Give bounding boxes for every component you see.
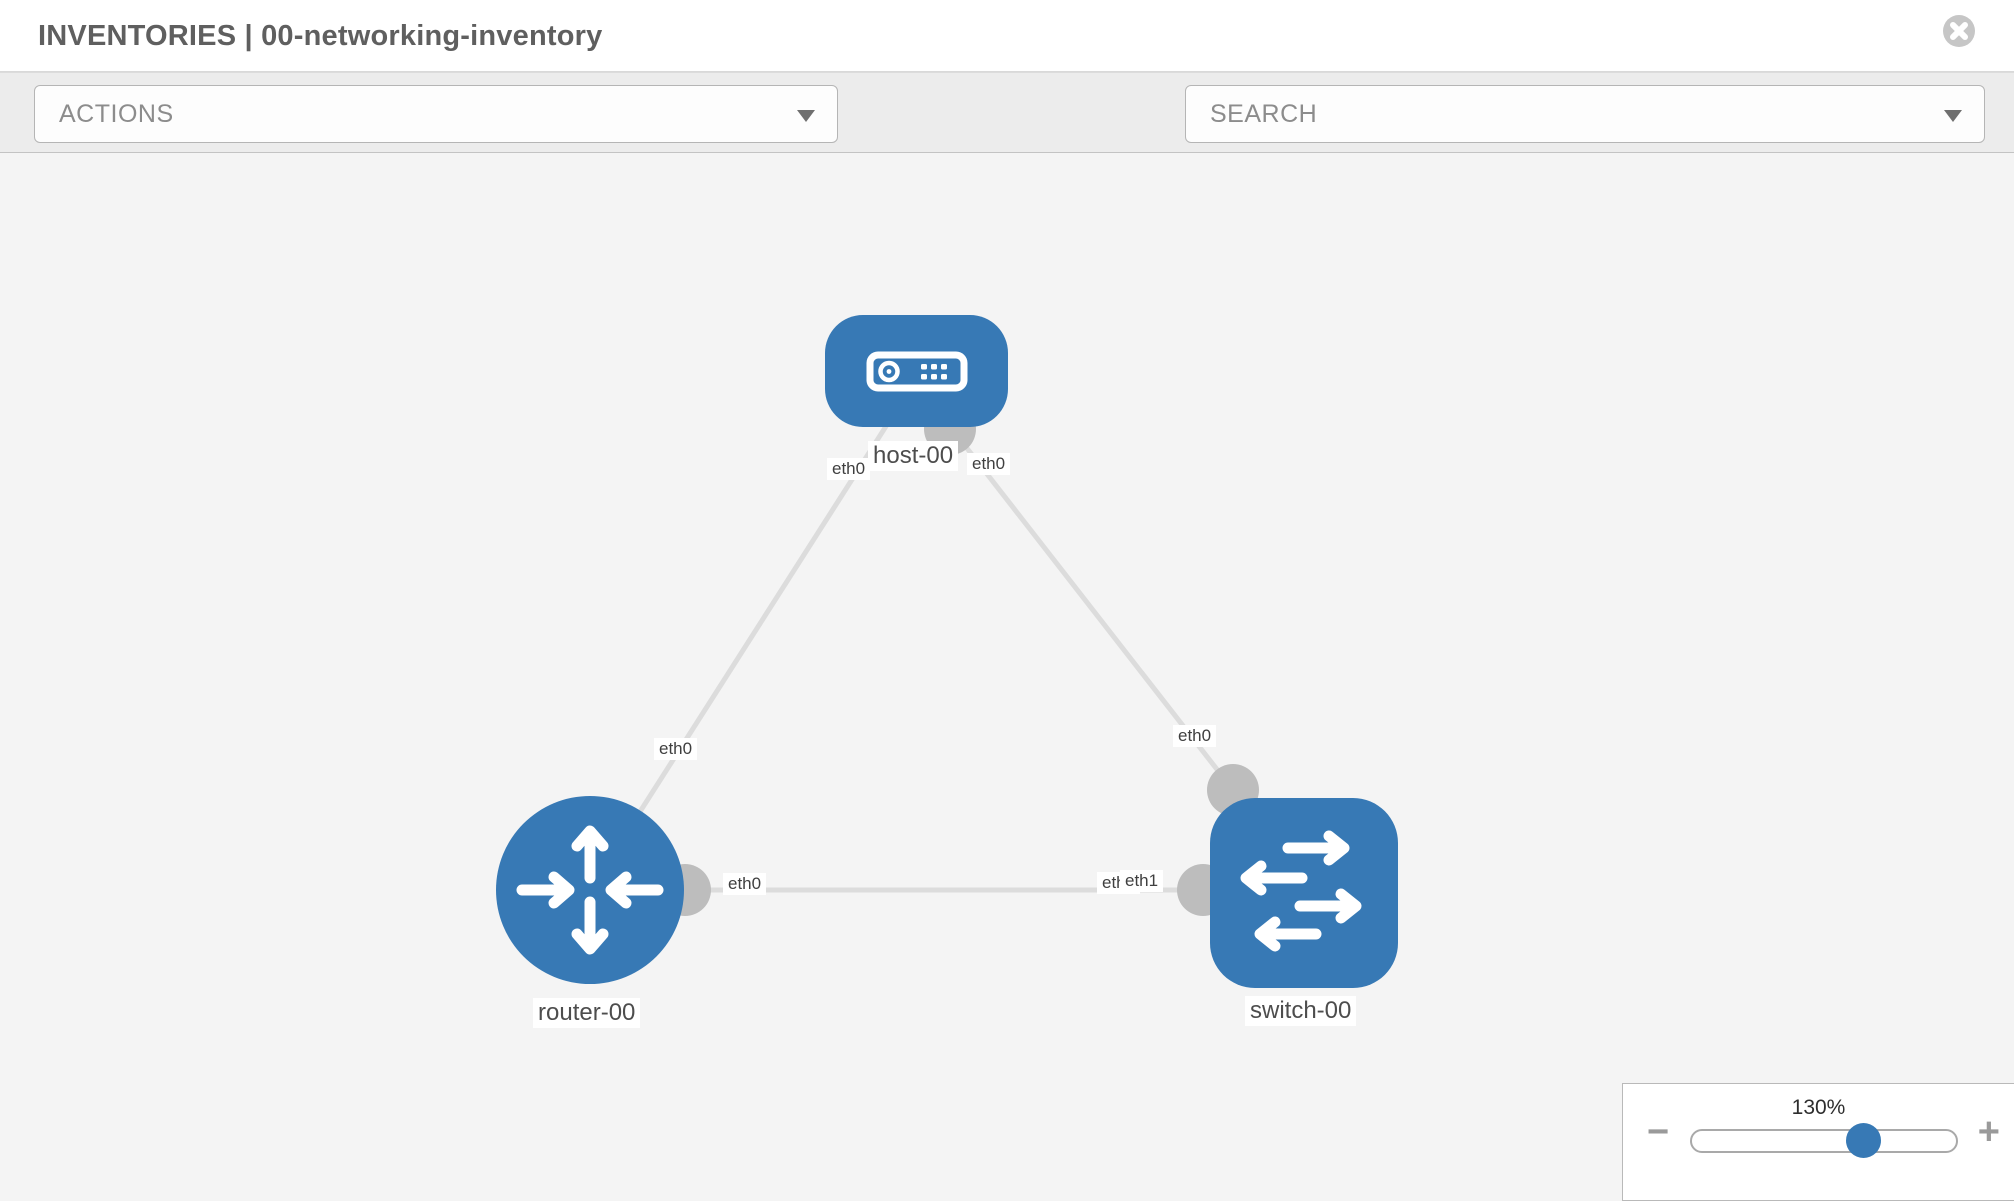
topology-svg (496, 315, 1398, 988)
close-icon (1943, 15, 1975, 47)
node-host-00[interactable] (825, 315, 1008, 427)
node-switch-00[interactable] (1210, 798, 1398, 988)
node-label-router: router-00 (533, 998, 641, 1028)
search-dropdown-label: SEARCH (1210, 99, 1318, 128)
search-dropdown[interactable]: SEARCH (1185, 85, 1985, 143)
topology-canvas[interactable] (0, 153, 2014, 1200)
interface-label: eth0 (827, 458, 871, 481)
node-label-switch: switch-00 (1245, 996, 1357, 1026)
interface-label: eth0 (967, 453, 1011, 476)
actions-dropdown[interactable]: ACTIONS (34, 85, 838, 143)
interface-label: eth0 (723, 873, 767, 896)
host-icon (866, 351, 968, 392)
chevron-down-icon (1944, 110, 1962, 122)
interface-label: eth1 (1120, 870, 1164, 893)
node-router-00[interactable] (496, 796, 684, 984)
page-title: INVENTORIES | 00-networking-inventory (38, 20, 603, 52)
zoom-slider-track[interactable] (1690, 1129, 1958, 1153)
header-bar: INVENTORIES | 00-networking-inventory (0, 0, 2014, 72)
router-icon (516, 825, 664, 955)
interface-label: eth0 (654, 738, 698, 761)
close-button[interactable] (1942, 14, 1976, 48)
chevron-down-icon (797, 110, 815, 122)
zoom-in-button[interactable]: + (1977, 1111, 2000, 1153)
zoom-control-panel: 130% − + (1622, 1083, 2014, 1201)
interface-label: eth0 (1173, 725, 1217, 748)
zoom-slider-knob[interactable] (1846, 1123, 1881, 1158)
actions-dropdown-label: ACTIONS (59, 99, 174, 128)
zoom-out-button[interactable]: − (1647, 1111, 1670, 1153)
switch-icon (1240, 830, 1362, 952)
toolbar: ACTIONS SEARCH (0, 72, 2014, 201)
node-label-host: host-00 (868, 441, 959, 471)
zoom-level-value: 130% (1791, 1096, 1846, 1119)
